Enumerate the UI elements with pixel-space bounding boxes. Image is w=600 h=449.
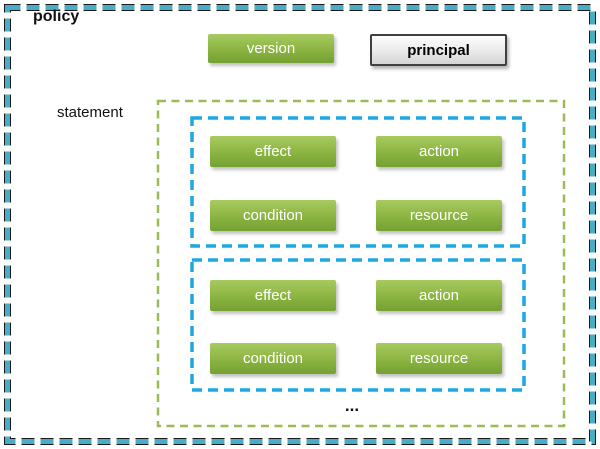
statement-block-2-border bbox=[190, 258, 526, 392]
resource-box-1: resource bbox=[376, 200, 502, 231]
ellipsis-label: ... bbox=[344, 396, 360, 415]
effect-box-2: effect bbox=[210, 280, 336, 311]
principal-box: principal bbox=[370, 34, 507, 66]
statement-container-border bbox=[156, 99, 566, 428]
version-box: version bbox=[208, 34, 334, 63]
action-box-1: action bbox=[376, 136, 502, 167]
effect-box-1: effect bbox=[210, 136, 336, 167]
resource-box-2: resource bbox=[376, 343, 502, 374]
condition-box-1: condition bbox=[210, 200, 336, 231]
policy-title: policy bbox=[33, 8, 80, 25]
action-box-2: action bbox=[376, 280, 502, 311]
statement-block-1-border bbox=[190, 116, 526, 248]
policy-border bbox=[5, 5, 595, 444]
statement-label: statement bbox=[57, 104, 123, 121]
condition-box-2: condition bbox=[210, 343, 336, 374]
